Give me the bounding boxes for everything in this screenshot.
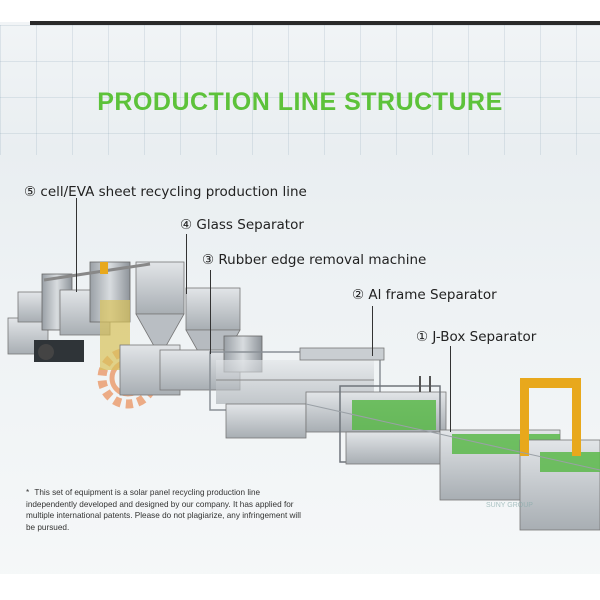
label-number: ① [416,329,429,345]
label-glass-separator: ④ Glass Separator [180,217,304,233]
label-number: ③ [202,252,215,268]
footnote-text: This set of equipment is a solar panel r… [26,488,301,532]
watermark: SUNY GROUP [486,502,533,509]
label-text: J-Box Separator [432,329,537,345]
al-frame-separator-machine [305,376,447,465]
label-number: ④ [180,217,193,233]
bottom-band [0,574,600,600]
label-text: Al frame Separator [368,287,497,303]
label-j-box-separator: ① J-Box Separator [416,329,536,345]
label-al-frame-separator: ② Al frame Separator [352,287,497,303]
grid-background [0,25,600,155]
top-bar [0,0,600,22]
leader-line-4 [186,234,187,294]
label-rubber-edge-removal: ③ Rubber edge removal machine [202,252,426,268]
label-number: ② [352,287,365,303]
footnote: * This set of equipment is a solar panel… [26,487,306,533]
leader-line-3 [210,270,211,354]
footnote-bullet: * [26,488,30,497]
page-title: PRODUCTION LINE STRUCTURE [97,88,503,116]
label-text: cell/EVA sheet recycling production line [40,184,307,200]
top-divider [30,21,600,25]
leader-line-1 [450,346,451,432]
label-number: ⑤ [24,184,37,200]
leader-line-2 [372,306,373,356]
label-text: Glass Separator [196,217,304,233]
label-cell-eva-line: ⑤ cell/EVA sheet recycling production li… [24,184,307,200]
leader-line-5 [76,198,77,292]
label-text: Rubber edge removal machine [218,252,427,268]
j-box-separator-machine [439,378,600,531]
recycling-line-machine [7,261,185,396]
